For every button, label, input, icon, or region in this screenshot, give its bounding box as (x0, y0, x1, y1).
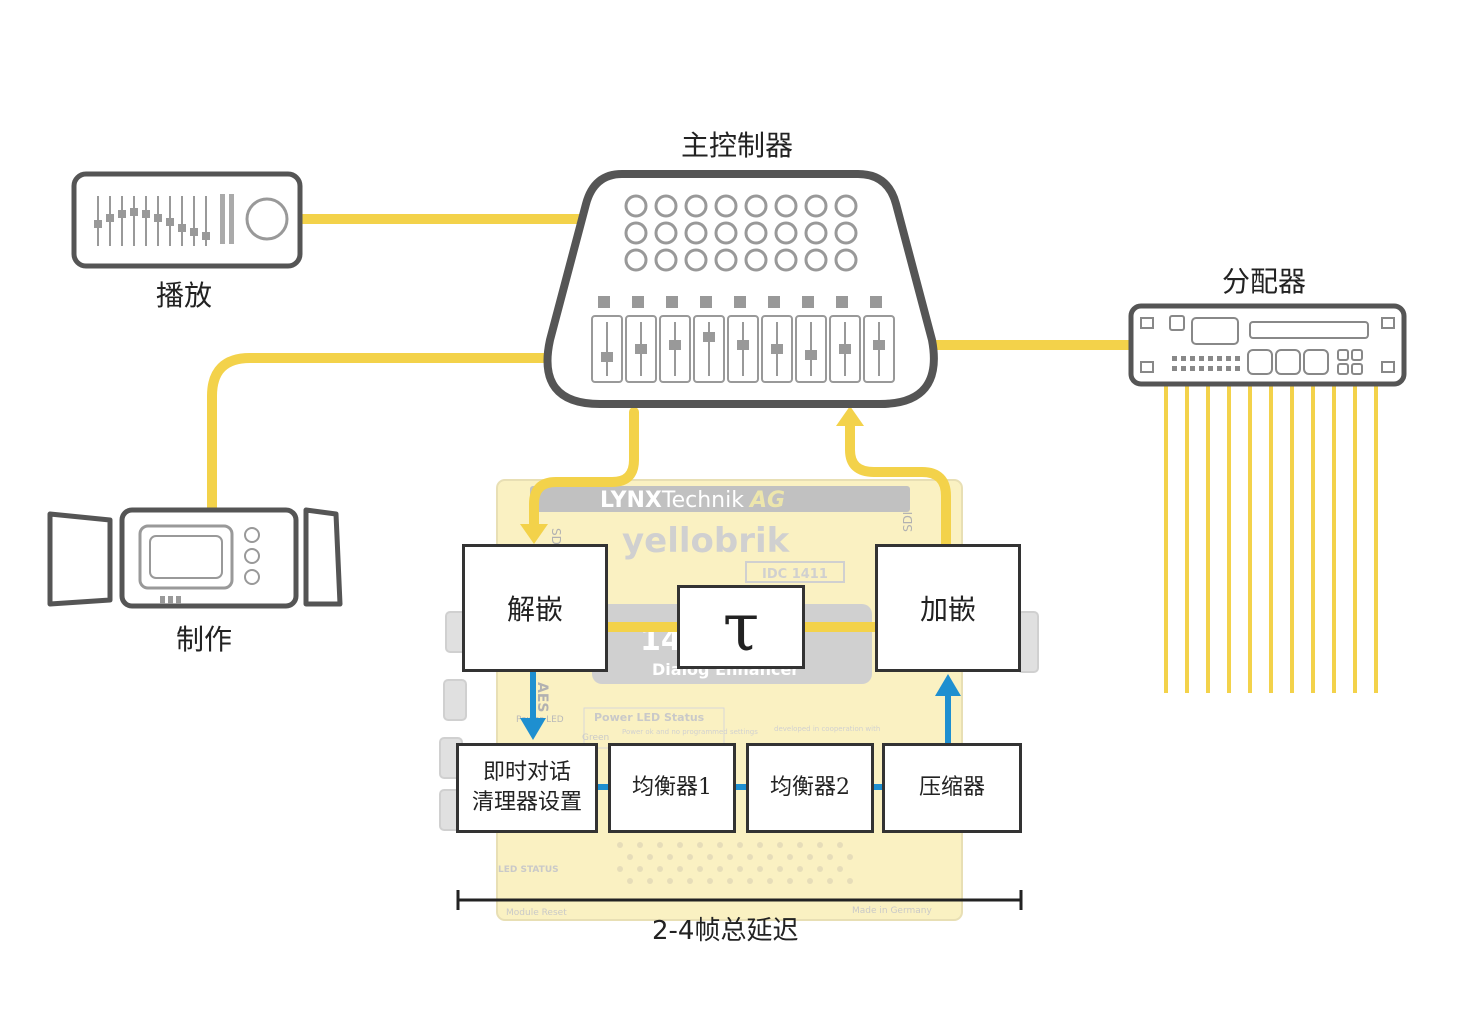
arrow-up-controller (836, 406, 864, 426)
delay-symbol: τ (722, 588, 760, 666)
device-developed: developed in cooperation with (774, 725, 880, 733)
distributor-outputs (1164, 385, 1378, 693)
deembed-label: 解嵌 (506, 593, 563, 626)
distributor-device (1128, 303, 1407, 387)
signal-lines (207, 214, 1140, 632)
dialog-cleaner-block: 即时对话 清理器设置 (456, 743, 598, 833)
master-controller-label: 主控制器 (681, 129, 794, 162)
master-controller-device (543, 170, 938, 408)
embed-block: 加嵌 (875, 544, 1021, 672)
compressor-label: 压缩器 (918, 775, 985, 800)
device-made-in: Made in Germany (852, 906, 932, 916)
eq2-block: 均衡器2 (746, 743, 874, 833)
playout-label: 播放 (156, 279, 213, 312)
device-model-id: IDC 1411 (762, 567, 828, 582)
device-power-ok: Power ok and no programmed settings (622, 728, 758, 736)
dialog-cleaner-line2: 清理器设置 (471, 790, 582, 815)
eq1-block: 均衡器1 (608, 743, 736, 833)
delay-total-label: 2-4帧总延迟 (652, 916, 799, 946)
jog-wheel-icon (245, 197, 289, 241)
device-sdi-left: SDI (549, 528, 563, 548)
device-green: Green (582, 733, 609, 743)
device-power-led-status: Power LED Status (594, 711, 705, 724)
vent-grid (617, 842, 853, 884)
production-label: 制作 (176, 623, 233, 656)
device-aes: AES (534, 682, 550, 712)
compressor-block: 压缩器 (882, 743, 1022, 833)
arrow-down-dialog (520, 718, 546, 740)
playout-device (71, 171, 303, 269)
production-camera (47, 507, 343, 609)
device-module-reset: Module Reset (506, 908, 567, 918)
device-sdi-right: SDI (901, 512, 915, 532)
delay-bracket (456, 890, 1023, 910)
dialog-cleaner-line1: 即时对话 (482, 760, 571, 785)
eq2-label: 均衡器2 (770, 775, 850, 800)
eq1-label: 均衡器1 (632, 775, 712, 800)
arrow-down-deembed (520, 524, 548, 544)
deembed-block: 解嵌 (462, 544, 608, 672)
device-led-status: LED STATUS (498, 865, 559, 875)
device-model-name: yellobrik (622, 521, 791, 561)
delay-block: τ (677, 585, 805, 669)
embed-label: 加嵌 (919, 593, 976, 626)
distributor-label: 分配器 (1222, 265, 1307, 298)
arrow-up-embed (935, 674, 961, 696)
